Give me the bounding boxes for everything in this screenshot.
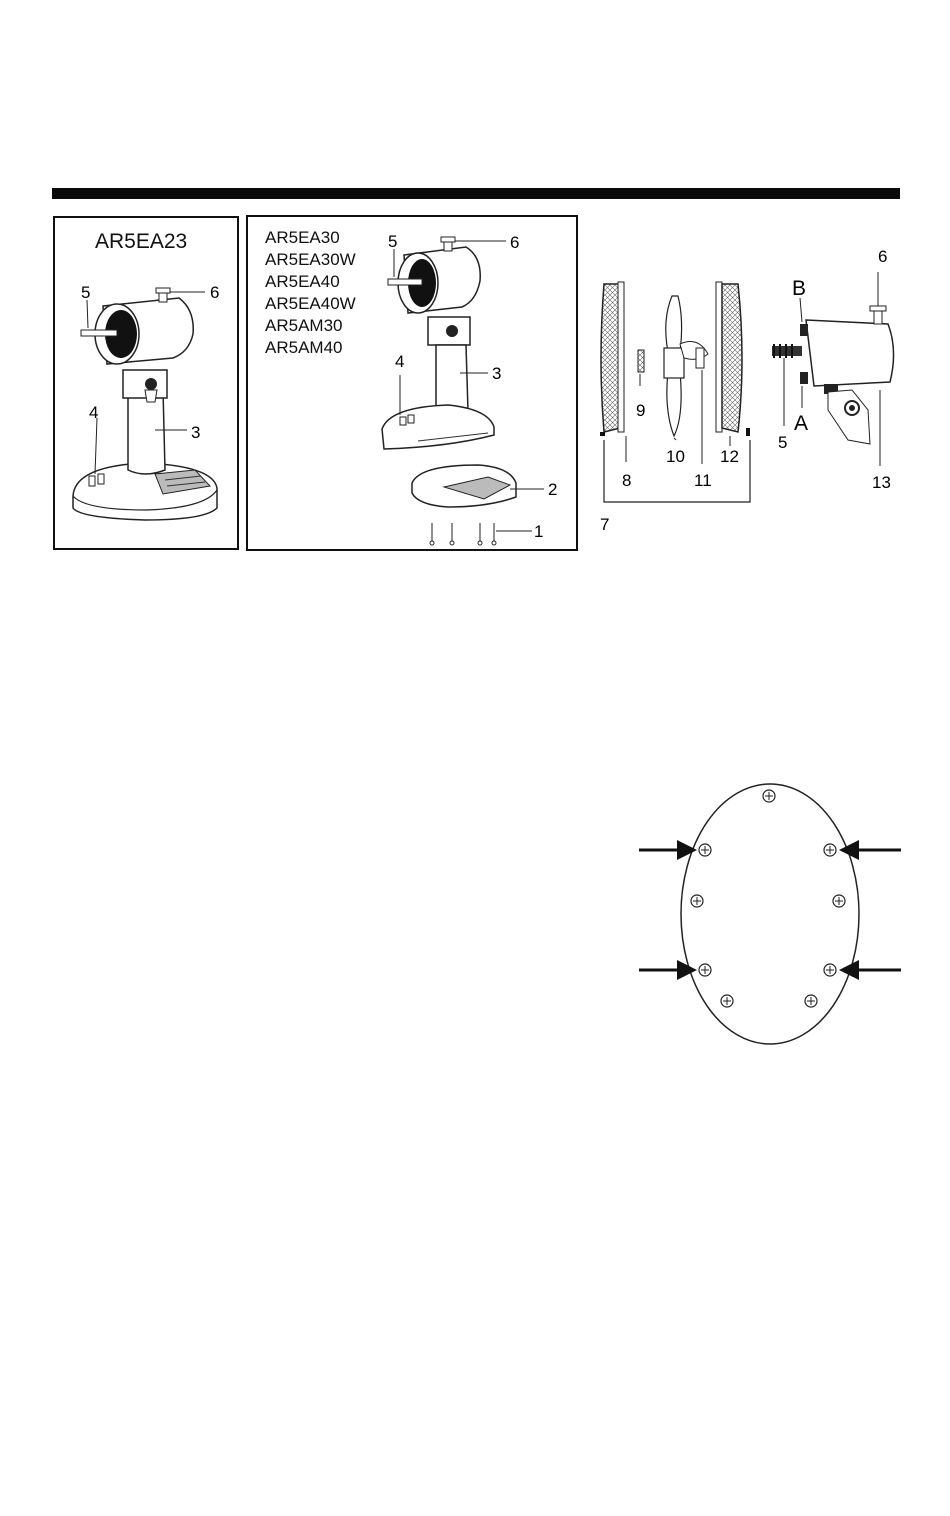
screw-icon bbox=[721, 995, 733, 1007]
callout-12: 12 bbox=[720, 447, 739, 466]
callout-13: 13 bbox=[872, 473, 891, 492]
arrow-icon bbox=[639, 840, 697, 860]
section-divider bbox=[52, 188, 900, 199]
callout-1: 1 bbox=[534, 522, 543, 541]
callout-2: 2 bbox=[548, 480, 557, 499]
callout-3: 3 bbox=[492, 364, 501, 383]
callout-4: 4 bbox=[395, 352, 404, 371]
callout-5: 5 bbox=[778, 433, 787, 452]
screw-icon bbox=[805, 995, 817, 1007]
callout-a: A bbox=[794, 412, 808, 435]
callout-11: 11 bbox=[694, 471, 712, 490]
callout-4: 4 bbox=[89, 403, 98, 422]
callout-8: 8 bbox=[622, 471, 631, 490]
screw-icon bbox=[699, 964, 711, 976]
screw-icon bbox=[824, 964, 836, 976]
grille-screw-diagram bbox=[635, 780, 905, 1052]
exploded-view: 6 B 9 A 5 8 10 11 12 13 7 bbox=[580, 240, 910, 540]
callout-3: 3 bbox=[191, 423, 200, 442]
callout-6: 6 bbox=[510, 233, 519, 252]
screw-icon bbox=[691, 895, 703, 907]
model-panel-multi: AR5EA30 AR5EA30W AR5EA40 AR5EA40W AR5AM3… bbox=[246, 215, 578, 551]
screw-icon bbox=[833, 895, 845, 907]
callout-9: 9 bbox=[636, 401, 645, 420]
callout-7: 7 bbox=[600, 515, 609, 534]
callout-6: 6 bbox=[210, 283, 219, 302]
fan-illustration-a: 5 6 4 3 bbox=[55, 218, 241, 552]
screw-icon bbox=[824, 844, 836, 856]
callout-5: 5 bbox=[81, 283, 90, 302]
grille-outline bbox=[681, 784, 859, 1044]
screw-icon bbox=[699, 844, 711, 856]
callout-5: 5 bbox=[388, 232, 397, 251]
fan-illustration-b: 5 6 4 3 2 1 bbox=[248, 217, 580, 553]
model-panel-ar5ea23: AR5EA23 bbox=[53, 216, 239, 550]
callout-10: 10 bbox=[666, 447, 685, 466]
callout-6: 6 bbox=[878, 247, 887, 266]
callout-b: B bbox=[792, 277, 806, 300]
screw-icon bbox=[763, 790, 775, 802]
